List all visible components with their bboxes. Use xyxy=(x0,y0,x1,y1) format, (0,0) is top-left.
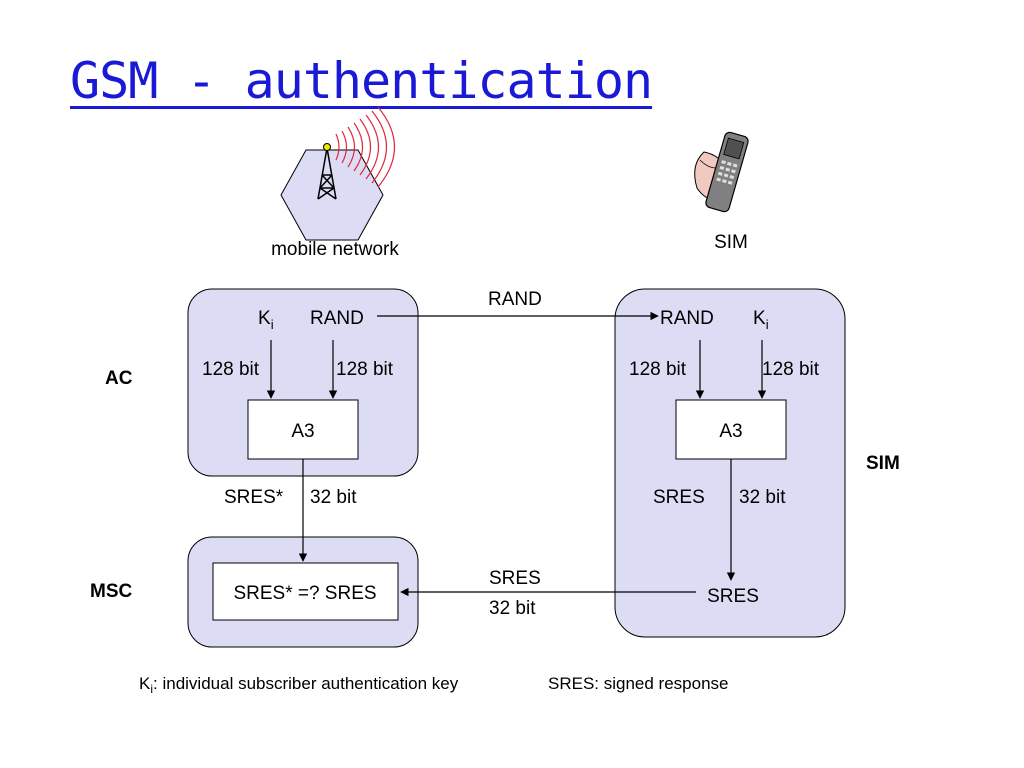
legend-ki: Ki: individual subscriber authentication… xyxy=(139,674,459,696)
ac-bits-right: 128 bit xyxy=(336,359,394,380)
legend-sres: SRES: signed response xyxy=(548,674,729,693)
sim-panel xyxy=(614,288,846,638)
ac-bits-left: 128 bit xyxy=(202,359,260,380)
msc-compare-label: SRES* =? SRES xyxy=(233,583,376,604)
sim-sres-label: SRES xyxy=(653,487,705,508)
network-label: mobile network xyxy=(271,239,399,260)
sim-ki-label: Ki xyxy=(753,308,769,332)
ac-ki-label: Ki xyxy=(258,308,274,332)
sim-bits-left: 128 bit xyxy=(629,359,687,380)
sim-icon-label: SIM xyxy=(714,232,748,253)
sres-transfer-label: SRES xyxy=(489,568,541,589)
sres-star-label: SRES* xyxy=(224,487,284,508)
sim-sres-bits: 32 bit xyxy=(739,487,786,508)
ac-label: AC xyxy=(105,368,133,389)
sres-star-bits: 32 bit xyxy=(310,487,357,508)
msc-label: MSC xyxy=(90,581,133,602)
antenna-tower-icon xyxy=(280,106,396,241)
sres-transfer-bits: 32 bit xyxy=(489,598,536,619)
sim-a3-label: A3 xyxy=(719,421,742,442)
sim-label: SIM xyxy=(866,453,900,474)
sim-bits-right: 128 bit xyxy=(762,359,820,380)
sim-a3-box xyxy=(675,399,787,460)
rand-transfer-label: RAND xyxy=(488,289,542,310)
sim-rand-label: RAND xyxy=(660,308,714,329)
page-title: GSM - authentication xyxy=(70,52,653,110)
sim-sres-result: SRES xyxy=(707,586,759,607)
mobile-phone-icon xyxy=(694,131,749,213)
ac-rand-label: RAND xyxy=(310,308,364,329)
msc-compare-box xyxy=(212,562,399,621)
ac-a3-label: A3 xyxy=(291,421,314,442)
